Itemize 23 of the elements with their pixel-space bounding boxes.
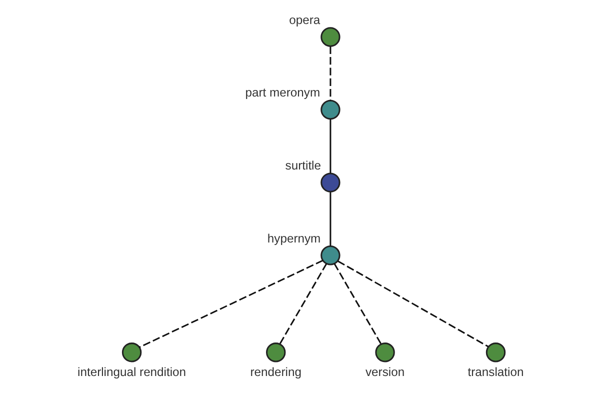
node-label: interlingual rendition (77, 364, 186, 379)
node-circle (374, 342, 394, 362)
node-label: version (364, 364, 404, 379)
node-circle (266, 342, 286, 362)
node-circle (320, 27, 340, 47)
node-label: rendering (250, 364, 301, 379)
connector (329, 119, 331, 174)
node-label: translation (467, 364, 524, 379)
node-circle (320, 172, 340, 192)
connector (329, 192, 331, 246)
node-label: surtitle (284, 158, 321, 173)
connector (337, 260, 488, 348)
node-circle (121, 342, 142, 362)
connector (333, 263, 382, 344)
node-circle (485, 342, 506, 362)
connector (329, 46, 331, 100)
node-label: part meronym (244, 86, 320, 100)
node-label: opera (288, 12, 320, 27)
node-circle (320, 100, 340, 120)
node-label: hypernym (266, 231, 320, 246)
connector (278, 263, 327, 344)
node-circle (320, 246, 340, 266)
connector (138, 260, 323, 348)
